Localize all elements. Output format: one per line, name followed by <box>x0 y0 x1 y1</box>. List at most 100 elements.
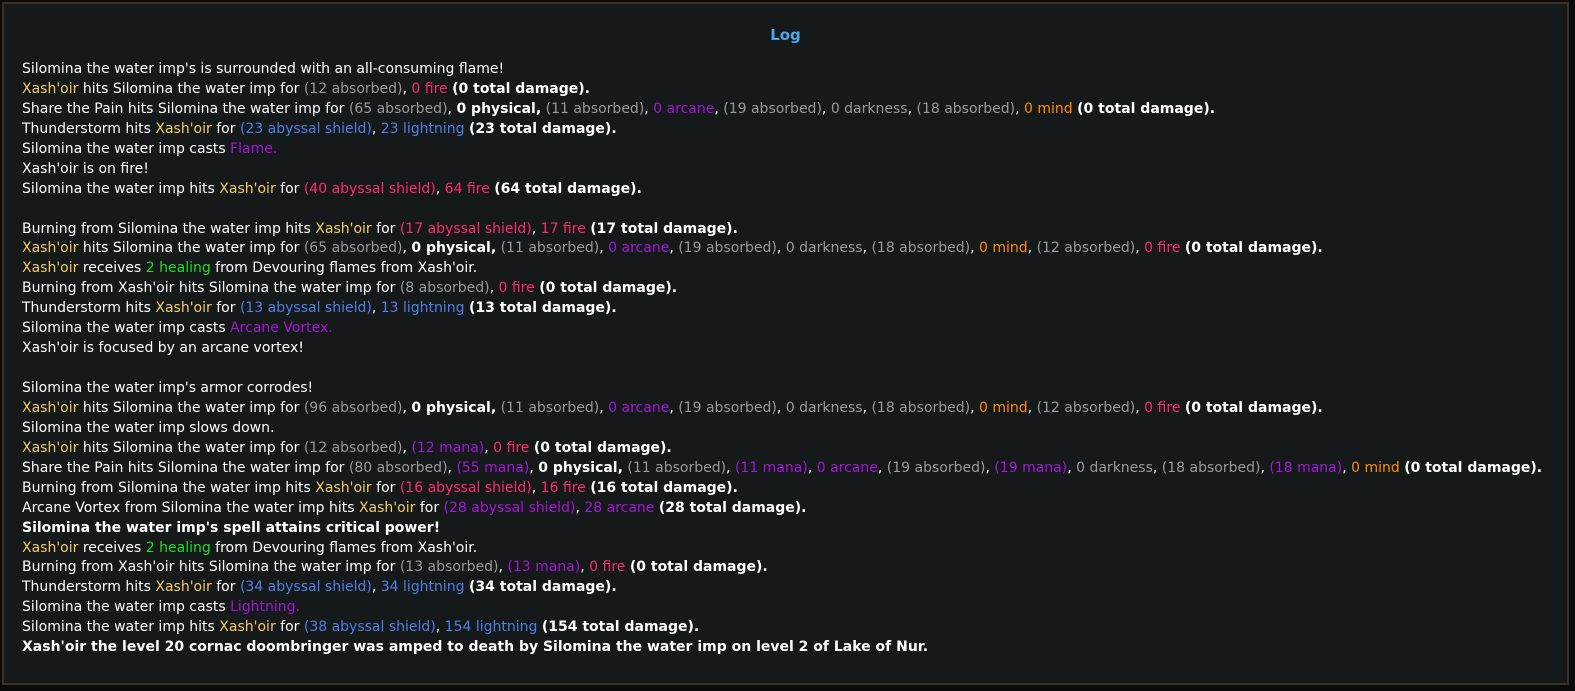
log-segment: for <box>275 619 304 636</box>
log-segment: , <box>1135 240 1145 257</box>
log-segment: (96 absorbed) <box>303 399 403 416</box>
log-segment: , <box>498 559 508 576</box>
log-line: Silomina the water imp's is surrounded w… <box>22 60 1559 80</box>
log-segment: 2 healing <box>145 539 211 556</box>
log-segment: (19 absorbed) <box>678 399 777 416</box>
log-segment: (65 absorbed) <box>303 240 403 257</box>
log-segment: (0 total damage). <box>1404 459 1543 476</box>
log-segment: from Devouring flames from Xash'oir. <box>210 260 478 277</box>
log-segment: , <box>447 100 457 117</box>
log-segment: , <box>669 399 679 416</box>
log-segment: , <box>970 240 980 257</box>
log-segment: (0 total damage). <box>1184 240 1323 257</box>
log-segment: , <box>807 459 817 476</box>
log-title: Log <box>770 26 801 44</box>
log-segment: Burning from Xash'oir hits Silomina the … <box>22 559 400 576</box>
log-segment: , <box>531 220 541 237</box>
log-segment: , <box>489 280 499 297</box>
log-segment: , <box>1027 399 1037 416</box>
log-line: Thunderstorm hits Xash'oir for (23 abyss… <box>22 120 1559 140</box>
log-segment: Arcane Vortex. <box>230 320 333 337</box>
log-segment: Xash'oir <box>155 300 212 317</box>
log-segment: 0 physical, <box>456 100 542 117</box>
log-segment: Xash'oir <box>155 120 212 137</box>
log-segment: Silomina the water imp hits <box>22 180 220 197</box>
log-segment: Silomina the water imp slows down. <box>22 419 275 436</box>
log-segment: (8 absorbed) <box>399 280 490 297</box>
log-segment: 13 lightning <box>380 300 465 317</box>
log-segment: , <box>529 459 539 476</box>
log-segment: Silomina the water imp casts <box>22 320 231 337</box>
log-line: Thunderstorm hits Xash'oir for (13 abyss… <box>22 299 1559 319</box>
log-segment: , <box>371 579 381 596</box>
log-segment: Xash'oir <box>155 579 212 596</box>
log-segment: (13 mana) <box>507 559 581 576</box>
log-segment: Xash'oir <box>22 539 79 556</box>
log-segment: Thunderstorm hits <box>22 300 156 317</box>
log-line: Silomina the water imp casts Lightning. <box>22 598 1559 618</box>
log-segment: Xash'oir is focused by an arcane vortex! <box>22 340 304 357</box>
log-segment: Xash'oir <box>358 499 416 516</box>
log-segment: , <box>1067 459 1077 476</box>
log-segment: (0 total damage). <box>1077 100 1216 117</box>
log-segment: (16 abyssal shield) <box>399 479 532 496</box>
log-list[interactable]: Silomina the water imp's is surrounded w… <box>22 60 1559 658</box>
log-line: Silomina the water imp's spell attains c… <box>22 519 1559 539</box>
log-line: Xash'oir is focused by an arcane vortex! <box>22 339 1559 359</box>
log-segment: (19 absorbed) <box>886 459 986 476</box>
log-line: Xash'oir hits Silomina the water imp for… <box>22 239 1559 259</box>
log-segment: for <box>211 300 240 317</box>
log-segment: Xash'oir the level 20 cornac doombringer… <box>22 639 929 656</box>
log-segment: for <box>371 479 400 496</box>
log-segment: , <box>402 240 412 257</box>
log-line <box>22 200 1559 220</box>
log-line: Xash'oir hits Silomina the water imp for… <box>22 439 1559 459</box>
log-line: Xash'oir receives 2 healing from Devouri… <box>22 259 1559 279</box>
log-segment: 0 arcane <box>608 240 670 257</box>
log-segment: , <box>776 240 786 257</box>
log-line: Silomina the water imp hits Xash'oir for… <box>22 618 1559 638</box>
log-segment: 0 arcane <box>653 100 715 117</box>
log-line: Arcane Vortex from Silomina the water im… <box>22 499 1559 519</box>
log-segment: (38 abyssal shield) <box>303 619 436 636</box>
log-segment: , <box>1342 459 1352 476</box>
log-segment: 0 physical, <box>411 399 497 416</box>
log-segment: Xash'oir <box>315 220 372 237</box>
log-segment: (65 absorbed) <box>348 100 448 117</box>
log-segment: Arcane Vortex from Silomina the water im… <box>22 499 359 516</box>
log-segment: receives <box>78 539 146 556</box>
log-segment: 2 healing <box>145 260 211 277</box>
log-segment: Silomina the water imp's spell attains c… <box>22 519 441 536</box>
log-segment: Xash'oir <box>22 439 79 456</box>
log-line: Burning from Xash'oir hits Silomina the … <box>22 279 1559 299</box>
log-segment: 64 fire <box>444 180 490 197</box>
log-segment: 0 arcane <box>816 459 878 476</box>
log-segment: Xash'oir is on fire! <box>22 160 149 177</box>
log-segment: 16 fire <box>540 479 586 496</box>
log-segment: , <box>821 100 831 117</box>
log-segment: , <box>644 100 654 117</box>
log-segment: Burning from Silomina the water imp hits <box>22 220 316 237</box>
log-segment: (64 total damage). <box>494 180 642 197</box>
log-segment: (154 total damage). <box>541 619 700 636</box>
log-line: Silomina the water imp casts Arcane Vort… <box>22 319 1559 339</box>
log-segment: 0 fire <box>1144 240 1181 257</box>
log-segment: Thunderstorm hits <box>22 579 156 596</box>
log-segment: , <box>1027 240 1037 257</box>
log-segment: 0 darkness <box>785 240 863 257</box>
log-segment: (80 absorbed) <box>348 459 448 476</box>
log-segment: hits Silomina the water imp for <box>78 240 304 257</box>
log-segment: (13 abyssal shield) <box>239 300 372 317</box>
log-segment: hits Silomina the water imp for <box>78 80 304 97</box>
log-segment: (12 absorbed) <box>303 80 403 97</box>
log-segment: , <box>985 459 995 476</box>
log-segment: , <box>484 439 494 456</box>
log-segment: 0 fire <box>498 280 535 297</box>
log-segment: (12 absorbed) <box>1036 399 1136 416</box>
log-segment: Xash'oir <box>22 260 79 277</box>
log-segment: , <box>402 80 412 97</box>
log-segment: (28 total damage). <box>658 499 807 516</box>
log-line: Xash'oir the level 20 cornac doombringer… <box>22 638 1559 658</box>
log-line: Thunderstorm hits Xash'oir for (34 abyss… <box>22 578 1559 598</box>
log-segment: (18 absorbed) <box>871 240 971 257</box>
